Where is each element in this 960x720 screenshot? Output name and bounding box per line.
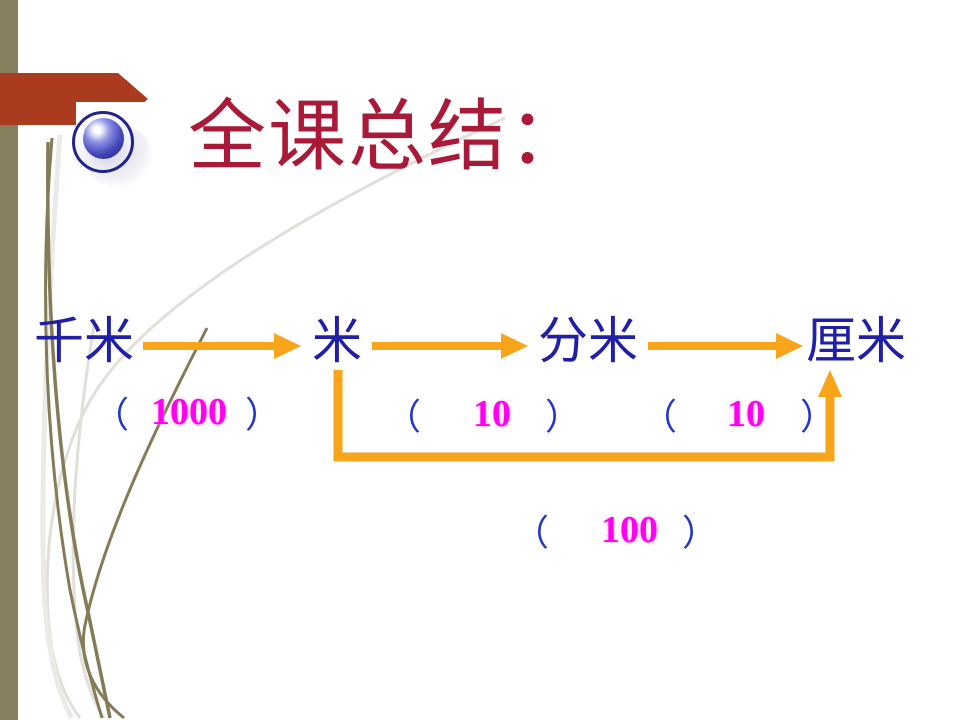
arrowhead-up-icon	[818, 370, 842, 397]
arrowhead-icon	[274, 333, 301, 359]
decorative-curve	[71, 319, 106, 719]
open-paren: （	[513, 513, 550, 553]
unit-label-decimeter: 分米	[538, 313, 638, 369]
left-accent-bar	[0, 0, 18, 720]
glossy-sphere-icon	[83, 118, 124, 159]
open-paren: （	[641, 397, 678, 437]
bracket-m-to-cm	[333, 370, 835, 462]
factor-value: 1000	[151, 391, 228, 433]
conversion-factor-10-a: （ 10 ）	[385, 388, 581, 440]
unit-label-meter: 米	[312, 313, 362, 369]
arrowhead-icon	[501, 333, 528, 359]
factor-value: 10	[727, 393, 766, 435]
arrowhead-icon	[776, 333, 803, 359]
close-paren: ）	[545, 397, 582, 437]
open-paren: （	[93, 395, 130, 435]
factor-value: 10	[473, 393, 512, 435]
slide-title: 全课总结：	[188, 93, 589, 180]
conversion-factor-1000: （ 1000 ）	[93, 386, 281, 438]
decorative-curve	[81, 327, 209, 720]
close-paren: ）	[800, 397, 837, 437]
decorative-curve	[46, 141, 112, 719]
unit-label-kilometer: 千米	[34, 313, 134, 369]
close-paren: ）	[245, 395, 282, 435]
factor-value: 100	[601, 509, 659, 551]
decorative-curve	[40, 134, 75, 720]
open-paren: （	[385, 397, 422, 437]
close-paren: ）	[682, 513, 719, 553]
conversion-factor-10-b: （ 10 ）	[641, 388, 836, 440]
conversion-factor-100: （ 100 ）	[513, 504, 718, 556]
unit-label-centimeter: 厘米	[806, 313, 906, 369]
